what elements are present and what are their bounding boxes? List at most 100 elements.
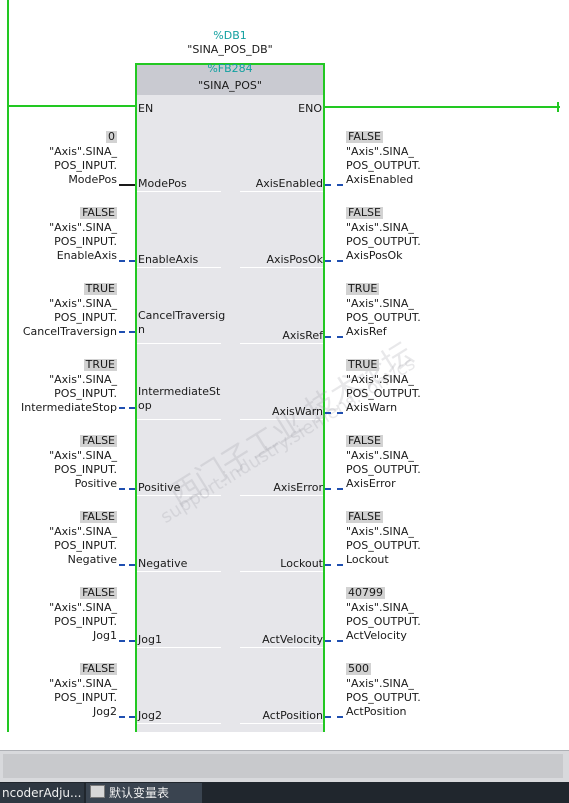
output-wire-1 bbox=[325, 260, 343, 262]
pin-axisref[interactable]: AxisRef bbox=[282, 329, 323, 342]
pin-canceltraversign[interactable]: CancelTraversig n bbox=[138, 309, 226, 336]
output-tag-6-2[interactable]: ActVelocity bbox=[346, 629, 407, 642]
output-wire-6 bbox=[325, 640, 343, 642]
output-tag-4-1[interactable]: POS_OUTPUT. bbox=[346, 463, 421, 476]
input-tag-3-0[interactable]: "Axis".SINA_ bbox=[49, 373, 117, 386]
input-value-7[interactable]: FALSE bbox=[80, 662, 117, 675]
input-value-2[interactable]: TRUE bbox=[83, 282, 117, 295]
output-tag-1-0[interactable]: "Axis".SINA_ bbox=[346, 221, 414, 234]
pin-axiserror[interactable]: AxisError bbox=[273, 481, 323, 494]
input-tag-6-2[interactable]: Jog1 bbox=[93, 629, 117, 642]
output-tag-6-0[interactable]: "Axis".SINA_ bbox=[346, 601, 414, 614]
output-tag-4-0[interactable]: "Axis".SINA_ bbox=[346, 449, 414, 462]
output-tag-6-1[interactable]: POS_OUTPUT. bbox=[346, 615, 421, 628]
output-tag-5-1[interactable]: POS_OUTPUT. bbox=[346, 539, 421, 552]
input-tag-3-2[interactable]: IntermediateStop bbox=[21, 401, 117, 414]
pin-en[interactable]: EN bbox=[138, 102, 154, 115]
input-tag-2-1[interactable]: POS_INPUT. bbox=[54, 311, 117, 324]
function-block-header bbox=[137, 65, 323, 95]
pin-modepos[interactable]: ModePos bbox=[138, 177, 187, 190]
input-tag-5-1[interactable]: POS_INPUT. bbox=[54, 539, 117, 552]
tag-table-icon bbox=[90, 785, 105, 798]
input-tag-4-1[interactable]: POS_INPUT. bbox=[54, 463, 117, 476]
pin-axisposok[interactable]: AxisPosOk bbox=[266, 253, 323, 266]
output-tag-0-2[interactable]: AxisEnabled bbox=[346, 173, 414, 186]
pin-positive[interactable]: Positive bbox=[138, 481, 181, 494]
pin-axisenabled[interactable]: AxisEnabled bbox=[255, 177, 323, 190]
output-value-0[interactable]: FALSE bbox=[346, 130, 383, 143]
input-tag-1-1[interactable]: POS_INPUT. bbox=[54, 235, 117, 248]
input-tag-0-2[interactable]: ModePos bbox=[68, 173, 117, 186]
pin-intermediatestop[interactable]: IntermediateSt op bbox=[138, 385, 221, 412]
output-tag-2-1[interactable]: POS_OUTPUT. bbox=[346, 311, 421, 324]
output-tag-4-2[interactable]: AxisError bbox=[346, 477, 396, 490]
output-tag-7-0[interactable]: "Axis".SINA_ bbox=[346, 677, 414, 690]
pin-separator-right-7 bbox=[240, 723, 323, 724]
output-tag-0-0[interactable]: "Axis".SINA_ bbox=[346, 145, 414, 158]
pin-jog1[interactable]: Jog1 bbox=[138, 633, 162, 646]
output-tag-7-2[interactable]: ActPosition bbox=[346, 705, 407, 718]
output-tag-0-1[interactable]: POS_OUTPUT. bbox=[346, 159, 421, 172]
input-tag-6-1[interactable]: POS_INPUT. bbox=[54, 615, 117, 628]
output-value-3[interactable]: TRUE bbox=[346, 358, 380, 371]
input-tag-1-0[interactable]: "Axis".SINA_ bbox=[49, 221, 117, 234]
output-tag-7-1[interactable]: POS_OUTPUT. bbox=[346, 691, 421, 704]
input-tag-4-0[interactable]: "Axis".SINA_ bbox=[49, 449, 117, 462]
input-tag-4-2[interactable]: Positive bbox=[74, 477, 117, 490]
input-value-5[interactable]: FALSE bbox=[80, 510, 117, 523]
pin-jog2[interactable]: Jog2 bbox=[138, 709, 162, 722]
input-tag-3-1[interactable]: POS_INPUT. bbox=[54, 387, 117, 400]
eno-wire-arrow bbox=[557, 102, 559, 112]
output-tag-1-2[interactable]: AxisPosOk bbox=[346, 249, 403, 262]
input-tag-0-0[interactable]: "Axis".SINA_ bbox=[49, 145, 117, 158]
scrollbar-thumb[interactable] bbox=[3, 754, 563, 778]
input-tag-2-2[interactable]: CancelTraversign bbox=[22, 325, 117, 338]
output-value-7[interactable]: 500 bbox=[346, 662, 371, 675]
pin-axiswarn[interactable]: AxisWarn bbox=[271, 405, 323, 418]
input-wire-2 bbox=[119, 331, 135, 333]
pin-eno[interactable]: ENO bbox=[298, 102, 322, 115]
output-value-6[interactable]: 40799 bbox=[346, 586, 385, 599]
input-tag-7-0[interactable]: "Axis".SINA_ bbox=[49, 677, 117, 690]
fb-name: "SINA_POS" bbox=[198, 79, 262, 92]
output-tag-1-1[interactable]: POS_OUTPUT. bbox=[346, 235, 421, 248]
instance-db-name[interactable]: "SINA_POS_DB" bbox=[187, 43, 273, 56]
input-tag-5-2[interactable]: Negative bbox=[67, 553, 117, 566]
output-tag-3-2[interactable]: AxisWarn bbox=[346, 401, 398, 414]
input-value-3[interactable]: TRUE bbox=[83, 358, 117, 371]
input-tag-2-0[interactable]: "Axis".SINA_ bbox=[49, 297, 117, 310]
input-tag-7-2[interactable]: Jog2 bbox=[93, 705, 117, 718]
input-value-4[interactable]: FALSE bbox=[80, 434, 117, 447]
input-value-6[interactable]: FALSE bbox=[80, 586, 117, 599]
pin-actvelocity[interactable]: ActVelocity bbox=[262, 633, 323, 646]
pin-lockout[interactable]: Lockout bbox=[280, 557, 323, 570]
output-tag-5-0[interactable]: "Axis".SINA_ bbox=[346, 525, 414, 538]
pin-actposition[interactable]: ActPosition bbox=[262, 709, 323, 722]
output-value-1[interactable]: FALSE bbox=[346, 206, 383, 219]
output-value-2[interactable]: TRUE bbox=[346, 282, 380, 295]
input-tag-0-1[interactable]: POS_INPUT. bbox=[54, 159, 117, 172]
instance-db-address: %DB1 bbox=[213, 29, 247, 42]
input-tag-5-0[interactable]: "Axis".SINA_ bbox=[49, 525, 117, 538]
input-value-1[interactable]: FALSE bbox=[80, 206, 117, 219]
pin-enableaxis[interactable]: EnableAxis bbox=[138, 253, 199, 266]
input-tag-6-0[interactable]: "Axis".SINA_ bbox=[49, 601, 117, 614]
eno-wire bbox=[325, 106, 560, 108]
pin-separator-right-4 bbox=[240, 495, 323, 496]
output-tag-3-0[interactable]: "Axis".SINA_ bbox=[346, 373, 414, 386]
input-value-0[interactable]: 0 bbox=[106, 130, 117, 143]
input-wire-4 bbox=[119, 488, 135, 490]
output-value-4[interactable]: FALSE bbox=[346, 434, 383, 447]
output-tag-2-2[interactable]: AxisRef bbox=[346, 325, 387, 338]
output-tag-2-0[interactable]: "Axis".SINA_ bbox=[346, 297, 414, 310]
function-block-sina-pos[interactable] bbox=[135, 63, 325, 738]
input-tag-1-2[interactable]: EnableAxis bbox=[56, 249, 117, 262]
output-value-5[interactable]: FALSE bbox=[346, 510, 383, 523]
horizontal-scroll-area[interactable] bbox=[0, 750, 569, 783]
output-tag-3-1[interactable]: POS_OUTPUT. bbox=[346, 387, 421, 400]
output-tag-5-2[interactable]: Lockout bbox=[346, 553, 389, 566]
input-tag-7-1[interactable]: POS_INPUT. bbox=[54, 691, 117, 704]
tab-default-tag-table[interactable]: 默认变量表 bbox=[86, 783, 202, 803]
pin-negative[interactable]: Negative bbox=[138, 557, 188, 570]
tab-encoder-adjust[interactable]: ncoderAdju... bbox=[0, 783, 84, 803]
